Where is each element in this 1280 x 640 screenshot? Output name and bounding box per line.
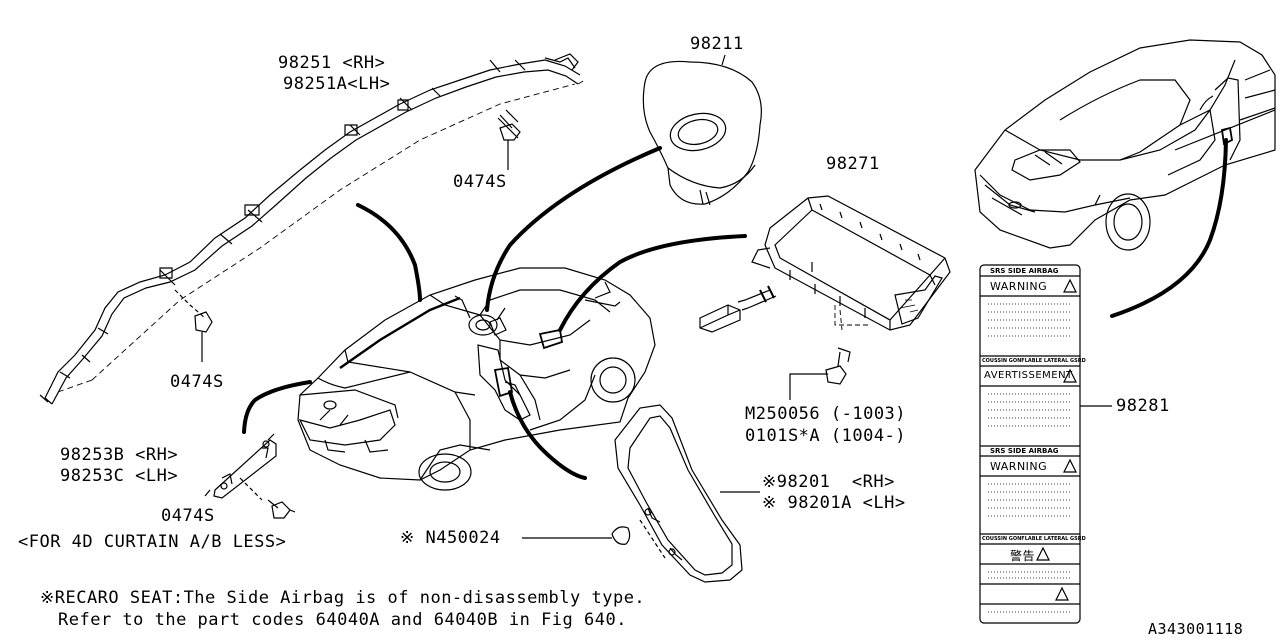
leader-lines [244, 140, 1226, 478]
vehicle-cutaway [298, 268, 655, 490]
card-fr-header-1: COUSSIN GONFLABLE LATERAL GSRD [982, 358, 1086, 364]
label-curtain-note: <FOR 4D CURTAIN A/B LESS> [18, 532, 287, 552]
label-screw-1: M250056 (-1003) [745, 404, 907, 424]
note-line-1: ※RECARO SEAT:The Side Airbag is of non-d… [40, 588, 646, 608]
steering-airbag-module [643, 55, 761, 205]
figure-code: A343001118 [1148, 620, 1244, 638]
card-warning-2: AVERTISSEMENT [984, 370, 1073, 381]
note-line-2: Refer to the part codes 64040A and 64040… [58, 610, 627, 630]
passenger-airbag-module [700, 196, 950, 332]
card-fr-header-2: COUSSIN GONFLABLE LATERAL GSRD [982, 536, 1086, 542]
label-steering-airbag: 98211 [690, 34, 744, 54]
label-curtain-rh: 98251 <RH> [278, 53, 386, 73]
label-sensor-rh: 98253B <RH> [60, 445, 179, 465]
label-nut: ※ N450024 [400, 528, 501, 548]
card-warning-1: WARNING [990, 280, 1048, 293]
card-header-2: SRS SIDE AIRBAG [990, 447, 1059, 455]
bolt-0474s-top [498, 110, 520, 170]
label-bolt-top: 0474S [453, 172, 507, 192]
warning-label-card [980, 265, 1112, 623]
screw-m250056 [790, 348, 850, 400]
label-sensor-lh: 98253C <LH> [60, 466, 179, 486]
card-warning-3: WARNING [990, 460, 1048, 473]
impact-sensor [205, 434, 295, 518]
label-screw-2: 0101S*A (1004-) [745, 426, 907, 446]
vehicle-front-view [975, 40, 1275, 250]
label-side-airbag-lh: ※ 98201A <LH> [762, 493, 906, 513]
label-warning-card: 98281 [1116, 396, 1170, 416]
label-bolt-sensor: 0474S [161, 506, 215, 526]
label-bolt-lower: 0474S [170, 372, 224, 392]
bolt-0474s-lower [175, 290, 212, 362]
curtain-airbag [40, 54, 585, 404]
card-warning-4: 警告 [1010, 549, 1036, 563]
card-header-1: SRS SIDE AIRBAG [990, 267, 1059, 275]
seat-side-airbag [522, 405, 760, 582]
label-curtain-lh: 98251A<LH> [283, 74, 391, 94]
label-passenger-airbag: 98271 [826, 154, 880, 174]
label-side-airbag-rh: ※98201 <RH> [762, 472, 895, 492]
